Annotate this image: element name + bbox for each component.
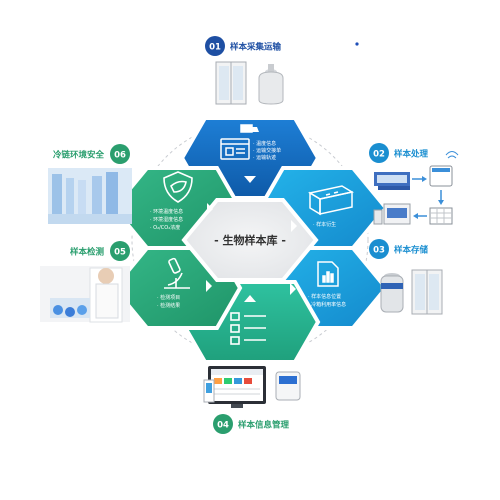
sample-box-icon <box>307 185 355 216</box>
module-01-item-3: · 运输轨迹 <box>253 154 276 161</box>
checklist-icon <box>230 312 266 345</box>
module-03-item-1: · 样本信息位置 <box>308 293 341 300</box>
dashboard-illustration <box>203 366 301 408</box>
module-label-06[interactable]: 冷链环境安全 06 <box>53 144 130 164</box>
module-label-02[interactable]: 02 样本处理 <box>369 143 429 163</box>
label-title-02: 样本处理 <box>394 149 429 160</box>
cabinet-and-tank-illustration <box>215 61 284 105</box>
module-01-item-1: · 温度信息 <box>253 140 276 147</box>
module-06-item-3: · O₂/CO₂浓度 <box>150 224 180 231</box>
badge-05: 05 <box>114 248 126 258</box>
label-title-03: 样本存储 <box>394 245 429 256</box>
module-label-01[interactable]: 01 样本采集运输 <box>205 36 282 56</box>
cold-room-photo <box>48 168 132 224</box>
document-chart-icon <box>317 261 339 287</box>
module-label-04[interactable]: 04 样本信息管理 <box>213 414 290 434</box>
module-label-03[interactable]: 03 样本存储 <box>369 239 429 259</box>
badge-03: 03 <box>373 246 385 256</box>
storage-illustration <box>380 269 443 315</box>
module-06-item-2: · 环境湿度信息 <box>150 216 183 223</box>
module-01-item-2: · 运输交接单 <box>253 147 281 154</box>
microscope-icon <box>164 257 190 289</box>
module-05-item-2: · 检测结果 <box>157 302 180 309</box>
truck-monitor-icon <box>220 124 259 160</box>
pointer-arrows <box>206 176 297 302</box>
label-title-05: 样本检测 <box>70 247 105 258</box>
badge-01: 01 <box>209 43 221 53</box>
module-02-item-1: · 样本衍生 <box>313 221 336 228</box>
center-title: - 生物样本库 - <box>214 233 286 247</box>
badge-04: 04 <box>217 421 229 431</box>
sample-processing-illustration <box>373 151 459 225</box>
module-06-item-1: · 环境温度信息 <box>150 208 183 215</box>
lab-testing-photo <box>40 266 130 323</box>
label-title-04: 样本信息管理 <box>238 420 290 431</box>
module-05-item-1: · 检测项目 <box>157 294 180 301</box>
dotted-ring <box>131 121 369 359</box>
shield-leaf-icon <box>163 171 193 203</box>
badge-02: 02 <box>373 150 385 160</box>
module-03-item-2: · 冷箱利用率信息 <box>308 301 346 308</box>
label-title-01: 样本采集运输 <box>230 42 282 53</box>
module-label-05[interactable]: 样本检测 05 <box>70 241 130 261</box>
badge-06: 06 <box>114 151 126 161</box>
center-hex <box>181 198 319 282</box>
decor-dot <box>355 42 359 46</box>
label-title-06: 冷链环境安全 <box>53 150 105 161</box>
